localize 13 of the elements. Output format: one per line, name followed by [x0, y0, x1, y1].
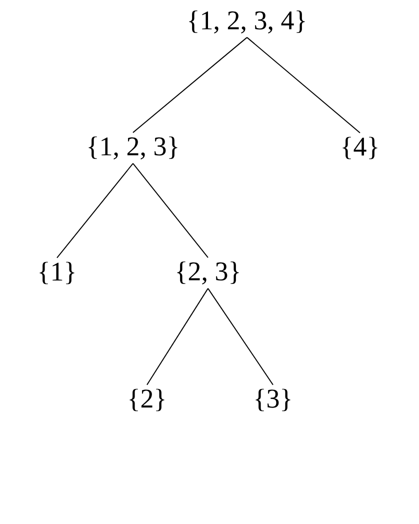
set-label: {1, 2, 3} [88, 136, 178, 160]
tree-edge [132, 36, 248, 134]
tree-edge [246, 36, 360, 134]
set-label: {1} [40, 262, 74, 284]
set-label: {4} [342, 136, 378, 160]
tree-edge [56, 162, 134, 258]
set-label: {2} [130, 388, 164, 412]
set-label: {3} [256, 388, 290, 412]
tree-edge [208, 288, 274, 386]
set-label: {1, 2, 3, 4} [189, 10, 305, 34]
tree-edge [132, 162, 208, 258]
tree-edge [146, 288, 208, 386]
set-label: {2, 3} [177, 262, 239, 284]
